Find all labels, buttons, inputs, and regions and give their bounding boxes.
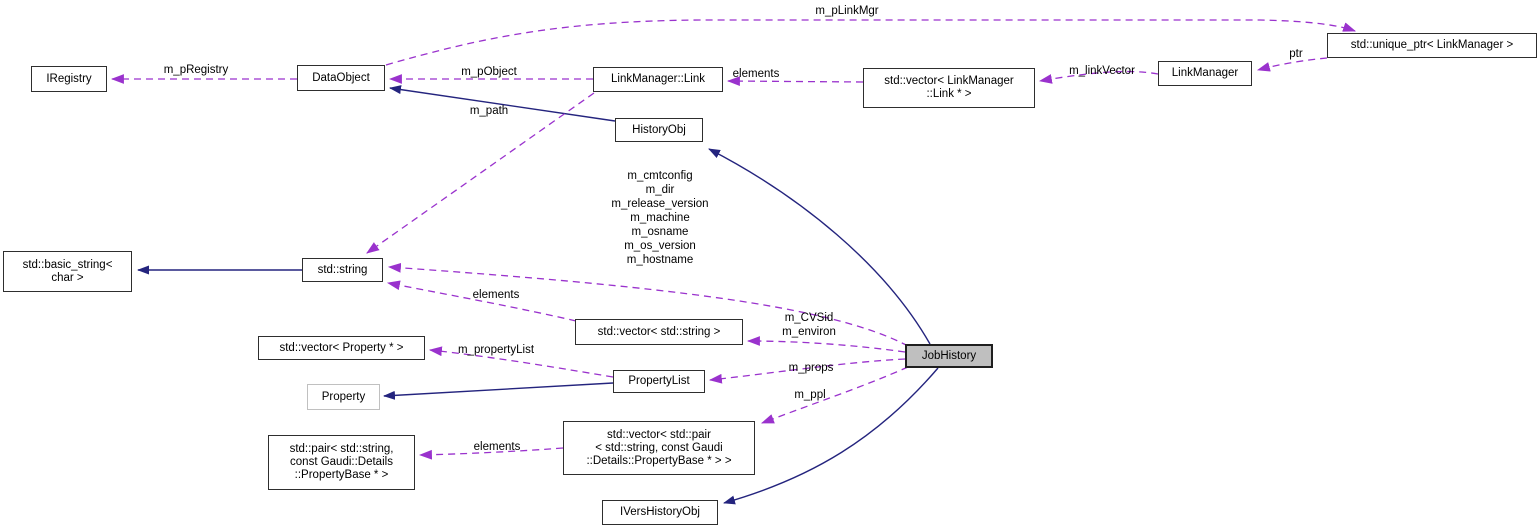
node-vector-string[interactable]: std::vector< std::string > (575, 319, 743, 345)
node-std-string[interactable]: std::string (302, 258, 383, 282)
node-historyobj[interactable]: HistoryObj (615, 118, 703, 142)
node-property: Property (307, 384, 380, 410)
node-basic-string[interactable]: std::basic_string< char > (3, 251, 132, 292)
node-ivershistoryobj[interactable]: IVersHistoryObj (602, 500, 718, 525)
edge-usage-elements-links (726, 76, 864, 86)
edge-label-m-pobject: m_pObject (461, 66, 517, 78)
node-propertylist[interactable]: PropertyList (613, 370, 705, 393)
node-vector-property[interactable]: std::vector< Property * > (258, 336, 425, 360)
edge-label-elements-pairs: elements (473, 441, 521, 453)
node-vector-pair[interactable]: std::vector< std::pair < std::string, co… (563, 421, 755, 475)
edge-label-elements-strings: elements (472, 289, 520, 301)
node-vector-linkmanager-link[interactable]: std::vector< LinkManager ::Link * > (863, 68, 1035, 108)
edge-usage-m-props (708, 358, 906, 384)
edge-inherit-historyobj-dataobject (389, 85, 616, 122)
edge-inherit-jobhistory-historyobj (708, 148, 931, 345)
edge-usage-m-ppl (760, 366, 909, 424)
edge-label-m-cvsid-environ: m_CVSid m_environ (782, 312, 836, 338)
edge-label-m-plinkmgr: m_pLinkMgr (815, 5, 879, 17)
edge-label-m-props: m_props (788, 362, 834, 374)
node-linkmanager[interactable]: LinkManager (1158, 61, 1252, 86)
edge-label-m-propertylist: m_propertyList (457, 344, 535, 356)
node-unique-ptr-linkmanager[interactable]: std::unique_ptr< LinkManager > (1327, 33, 1537, 58)
edge-label-m-path: m_path (469, 105, 509, 117)
node-dataobject[interactable]: DataObject (297, 65, 385, 91)
edge-usage-m-cvsid-environ (746, 336, 906, 353)
edge-usage-m-path (366, 92, 595, 254)
edge-usage-elements-strings (386, 280, 577, 322)
edge-label-string-members: m_cmtconfig m_dir m_release_version m_ma… (611, 170, 709, 266)
edge-usage-ptr (1256, 57, 1328, 72)
edge-label-ptr: ptr (1289, 48, 1303, 60)
edge-label-m-ppl: m_ppl (794, 389, 826, 401)
edge-label-elements-links: elements (732, 68, 780, 80)
edge-label-m-pregistry: m_pRegistry (163, 64, 229, 76)
edge-usage-string-members (387, 262, 909, 347)
edge-usage-elements-pairs (418, 447, 564, 460)
edge-usage-m-plinkmgr (385, 19, 1357, 66)
edge-usage-m-propertylist (428, 346, 614, 378)
edge-label-m-linkvector: m_linkVector (1069, 65, 1135, 77)
edge-inherit-propertylist-property (383, 382, 614, 400)
node-iregistry[interactable]: IRegistry (31, 66, 107, 92)
edge-inherit-jobhistory-ivershistoryobj (723, 367, 939, 505)
node-std-pair[interactable]: std::pair< std::string, const Gaudi::Det… (268, 435, 415, 490)
node-linkmanager-link[interactable]: LinkManager::Link (593, 67, 723, 92)
node-jobhistory-current: JobHistory (905, 344, 993, 368)
